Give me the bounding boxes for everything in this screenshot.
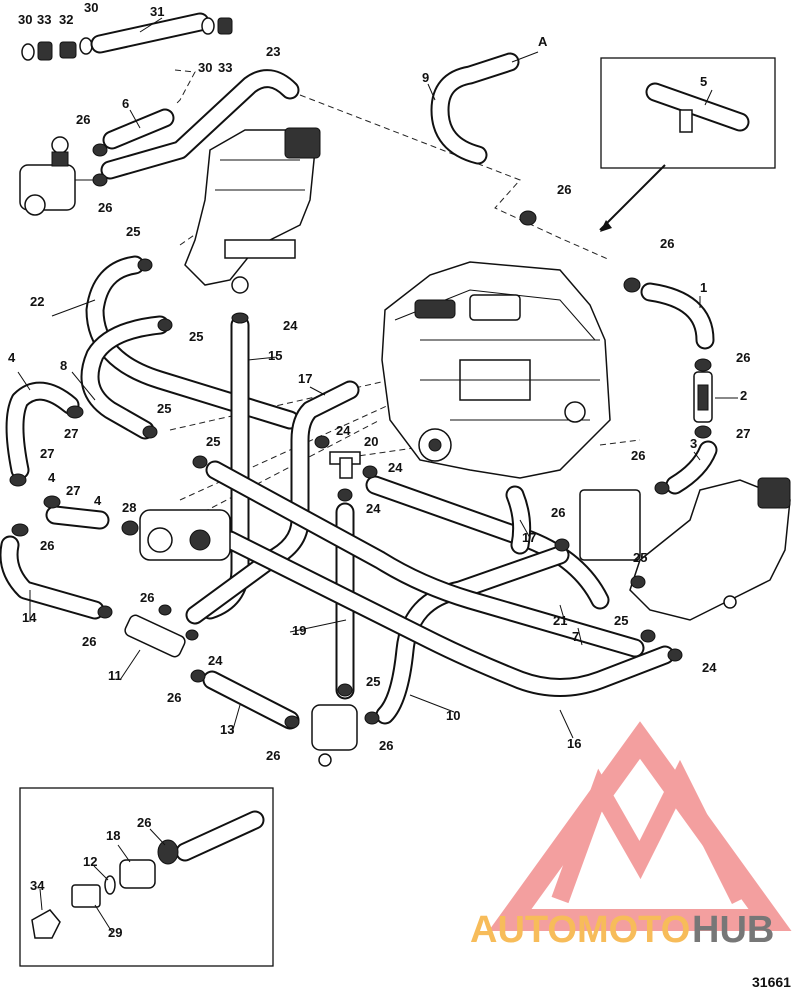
callout-12: 12 — [83, 854, 97, 869]
callout-32: 32 — [59, 12, 73, 27]
callout-15: 15 — [268, 348, 282, 363]
small-clamps — [9, 143, 712, 729]
top-fittings — [21, 12, 233, 61]
reference-letter: A — [538, 34, 548, 49]
callout-24: 24 — [208, 653, 223, 668]
callout-18: 18 — [106, 828, 120, 843]
hoses — [0, 52, 718, 730]
clamp-30-right — [201, 17, 215, 35]
callout-33: 33 — [218, 60, 232, 75]
callout-8: 8 — [60, 358, 67, 373]
engine-manifold — [469, 294, 521, 321]
callout-4: 4 — [94, 493, 102, 508]
callout-26: 26 — [98, 200, 112, 215]
callout-26: 26 — [631, 448, 645, 463]
callout-22: 22 — [30, 294, 44, 309]
callout-25: 25 — [157, 401, 171, 416]
fitting-2 — [693, 371, 713, 423]
callout-24: 24 — [366, 501, 381, 516]
right-exhaust-manifold — [579, 477, 791, 621]
inset-box-part-5 — [599, 57, 776, 232]
tee-fitting-20 — [329, 451, 361, 479]
callout-27: 27 — [736, 426, 750, 441]
leader-lines — [17, 17, 738, 933]
callout-26: 26 — [167, 690, 181, 705]
callout-16: 16 — [567, 736, 581, 751]
callout-13: 13 — [220, 722, 234, 737]
callout-7: 7 — [572, 629, 579, 644]
circulating-pump — [139, 509, 231, 561]
watermark-logo: AUTOMOTO HUB — [470, 721, 792, 951]
callout-30: 30 — [84, 0, 98, 15]
callout-20: 20 — [364, 434, 378, 449]
callout-9: 9 — [422, 70, 429, 85]
heat-exchanger-plate — [579, 489, 641, 561]
callout-21: 21 — [553, 613, 567, 628]
callout-29: 29 — [108, 925, 122, 940]
fitting-32 — [59, 41, 77, 59]
callout-26: 26 — [736, 350, 750, 365]
callout-27: 27 — [64, 426, 78, 441]
thermostat-housing — [311, 704, 358, 767]
callout-30: 30 — [18, 12, 32, 27]
callout-26: 26 — [76, 112, 90, 127]
callout-26: 26 — [660, 236, 674, 251]
callout-24: 24 — [702, 660, 717, 675]
engine-intake — [414, 299, 456, 319]
callout-26: 26 — [40, 538, 54, 553]
watermark-text-b: HUB — [692, 909, 774, 951]
callout-11: 11 — [108, 668, 122, 683]
sea-water-pump — [19, 136, 95, 216]
watermark-inner-mark — [551, 759, 749, 905]
callout-24: 24 — [336, 423, 351, 438]
callout-25: 25 — [633, 550, 647, 565]
callout-3: 3 — [690, 436, 697, 451]
callout-24: 24 — [283, 318, 298, 333]
callout-25: 25 — [126, 224, 140, 239]
callout-26: 26 — [379, 738, 393, 753]
callout-17: 17 — [298, 371, 312, 386]
figure-number: 31661 — [752, 974, 791, 990]
callout-6: 6 — [122, 96, 129, 111]
callout-27: 27 — [40, 446, 54, 461]
callout-30: 30 — [198, 60, 212, 75]
callout-23: 23 — [266, 44, 280, 59]
callout-25: 25 — [189, 329, 203, 344]
manifold-11 — [124, 614, 186, 658]
left-exhaust-manifold — [184, 127, 321, 294]
clamp-30-mid — [79, 37, 93, 55]
fitting-33-left — [37, 41, 53, 61]
callout-24: 24 — [388, 460, 403, 475]
callout-5: 5 — [700, 74, 707, 89]
callout-26: 26 — [82, 634, 96, 649]
callout-27: 27 — [66, 483, 80, 498]
callout-26: 26 — [266, 748, 280, 763]
watermark-text-a: AUTOMOTO — [470, 909, 690, 951]
callout-31: 31 — [150, 4, 164, 19]
inset-box-bottom-left — [19, 787, 274, 967]
callout-2: 2 — [740, 388, 747, 403]
callout-1: 1 — [700, 280, 707, 295]
callout-4: 4 — [8, 350, 16, 365]
callout-25: 25 — [366, 674, 380, 689]
callout-28: 28 — [122, 500, 136, 515]
callout-25: 25 — [206, 434, 220, 449]
callout-4: 4 — [48, 470, 56, 485]
callout-34: 34 — [30, 878, 45, 893]
callout-26: 26 — [557, 182, 571, 197]
callout-26: 26 — [551, 505, 565, 520]
callout-26: 26 — [140, 590, 154, 605]
fitting-33-right — [217, 17, 233, 35]
callout-26: 26 — [137, 815, 151, 830]
engine-block — [381, 261, 611, 479]
callout-25: 25 — [614, 613, 628, 628]
callout-10: 10 — [446, 708, 460, 723]
callout-33: 33 — [37, 12, 51, 27]
clamp-30-left — [21, 43, 35, 61]
